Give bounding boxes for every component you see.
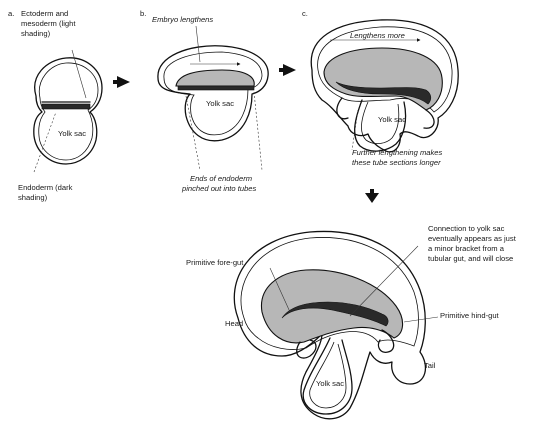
panel-b-title: Embryo lengthens: [152, 15, 213, 24]
panel-b-ends-line-2: pinched out into tubes: [181, 184, 257, 193]
arrow-a-to-b-shaft: [113, 80, 118, 84]
panel-c-tail-fold: [424, 110, 434, 128]
arrow-a-to-b: [117, 76, 130, 88]
panel-b-letter: b.: [140, 9, 146, 18]
panel-d-yolk-sac-label: Yolk sac: [316, 379, 344, 388]
panel-b-outer-outline: [158, 46, 268, 141]
panel-a-inner-outline: [39, 63, 98, 160]
panel-d-foregut-label: Primitive fore-gut: [186, 258, 244, 267]
panel-d-connection-line-2: eventually appears as just: [428, 234, 517, 243]
panel-d-connection-line-4: tubular gut, and will close: [428, 254, 513, 263]
panel-c-letter: c.: [302, 9, 308, 18]
arrow-c-to-d: [365, 193, 379, 203]
panel-a-letter: a.: [8, 9, 14, 18]
panel-b-embryo-body: [176, 70, 254, 86]
panel-c-head-fold: [337, 98, 348, 119]
panel-b-yolk-sac-label: Yolk sac: [206, 99, 234, 108]
panel-c-further-line-1: Further lengthening makes: [352, 148, 443, 157]
panel-a-title-line-3: shading): [21, 29, 51, 38]
panel-c-lengthens-label: Lengthens more: [350, 31, 405, 40]
panel-d-head-label: Head: [225, 319, 243, 328]
panel-b-endoderm: [178, 86, 254, 90]
arrow-b-to-c: [283, 64, 296, 76]
panel-d-tail-label: Tail: [424, 361, 436, 370]
panel-a-endoderm-disc: [42, 104, 90, 109]
panel-a-endoderm-line-2: shading): [18, 193, 48, 202]
panel-b: b. Embryo lengthens Yolk sac Ends of end…: [140, 9, 268, 193]
panel-c: c. Lengthens more Yolk sac Further lengt…: [302, 9, 458, 167]
panel-c-yolk-sac-label: Yolk sac: [378, 115, 406, 124]
panel-b-ends-leader-right: [254, 92, 262, 170]
panel-d-yolk-sac-inner: [310, 342, 346, 408]
panel-d-yolk-sac: [303, 338, 352, 414]
panel-a-yolk-sac-label: Yolk sac: [58, 129, 86, 138]
panel-c-further-line-2: these tube sections longer: [352, 158, 441, 167]
panel-a-title-leader: [72, 50, 86, 98]
panel-d-connection-line-3: a minor bracket from a: [428, 244, 505, 253]
panel-a-endoderm-leader: [34, 112, 56, 172]
panel-a-title-line-1: Ectoderm and: [21, 9, 68, 18]
panel-b-title-leader: [196, 26, 200, 62]
panel-d-hindgut-leader: [404, 317, 438, 322]
panel-b-ends-leader-left: [186, 96, 200, 170]
panel-d-hindgut-label: Primitive hind-gut: [440, 311, 500, 320]
panel-d: Connection to yolk sac eventually appear…: [186, 224, 517, 419]
arrow-b-to-c-shaft: [279, 68, 284, 72]
panel-a-title-line-2: mesoderm (light: [21, 19, 76, 28]
panel-b-inner-outline: [164, 52, 262, 135]
panel-b-ends-line-1: Ends of endoderm: [190, 174, 252, 183]
panel-d-connection-line-1: Connection to yolk sac: [428, 224, 505, 233]
panel-a: a. Ectoderm and mesoderm (light shading)…: [8, 9, 102, 202]
panel-a-endoderm-line-1: Endoderm (dark: [18, 183, 73, 192]
